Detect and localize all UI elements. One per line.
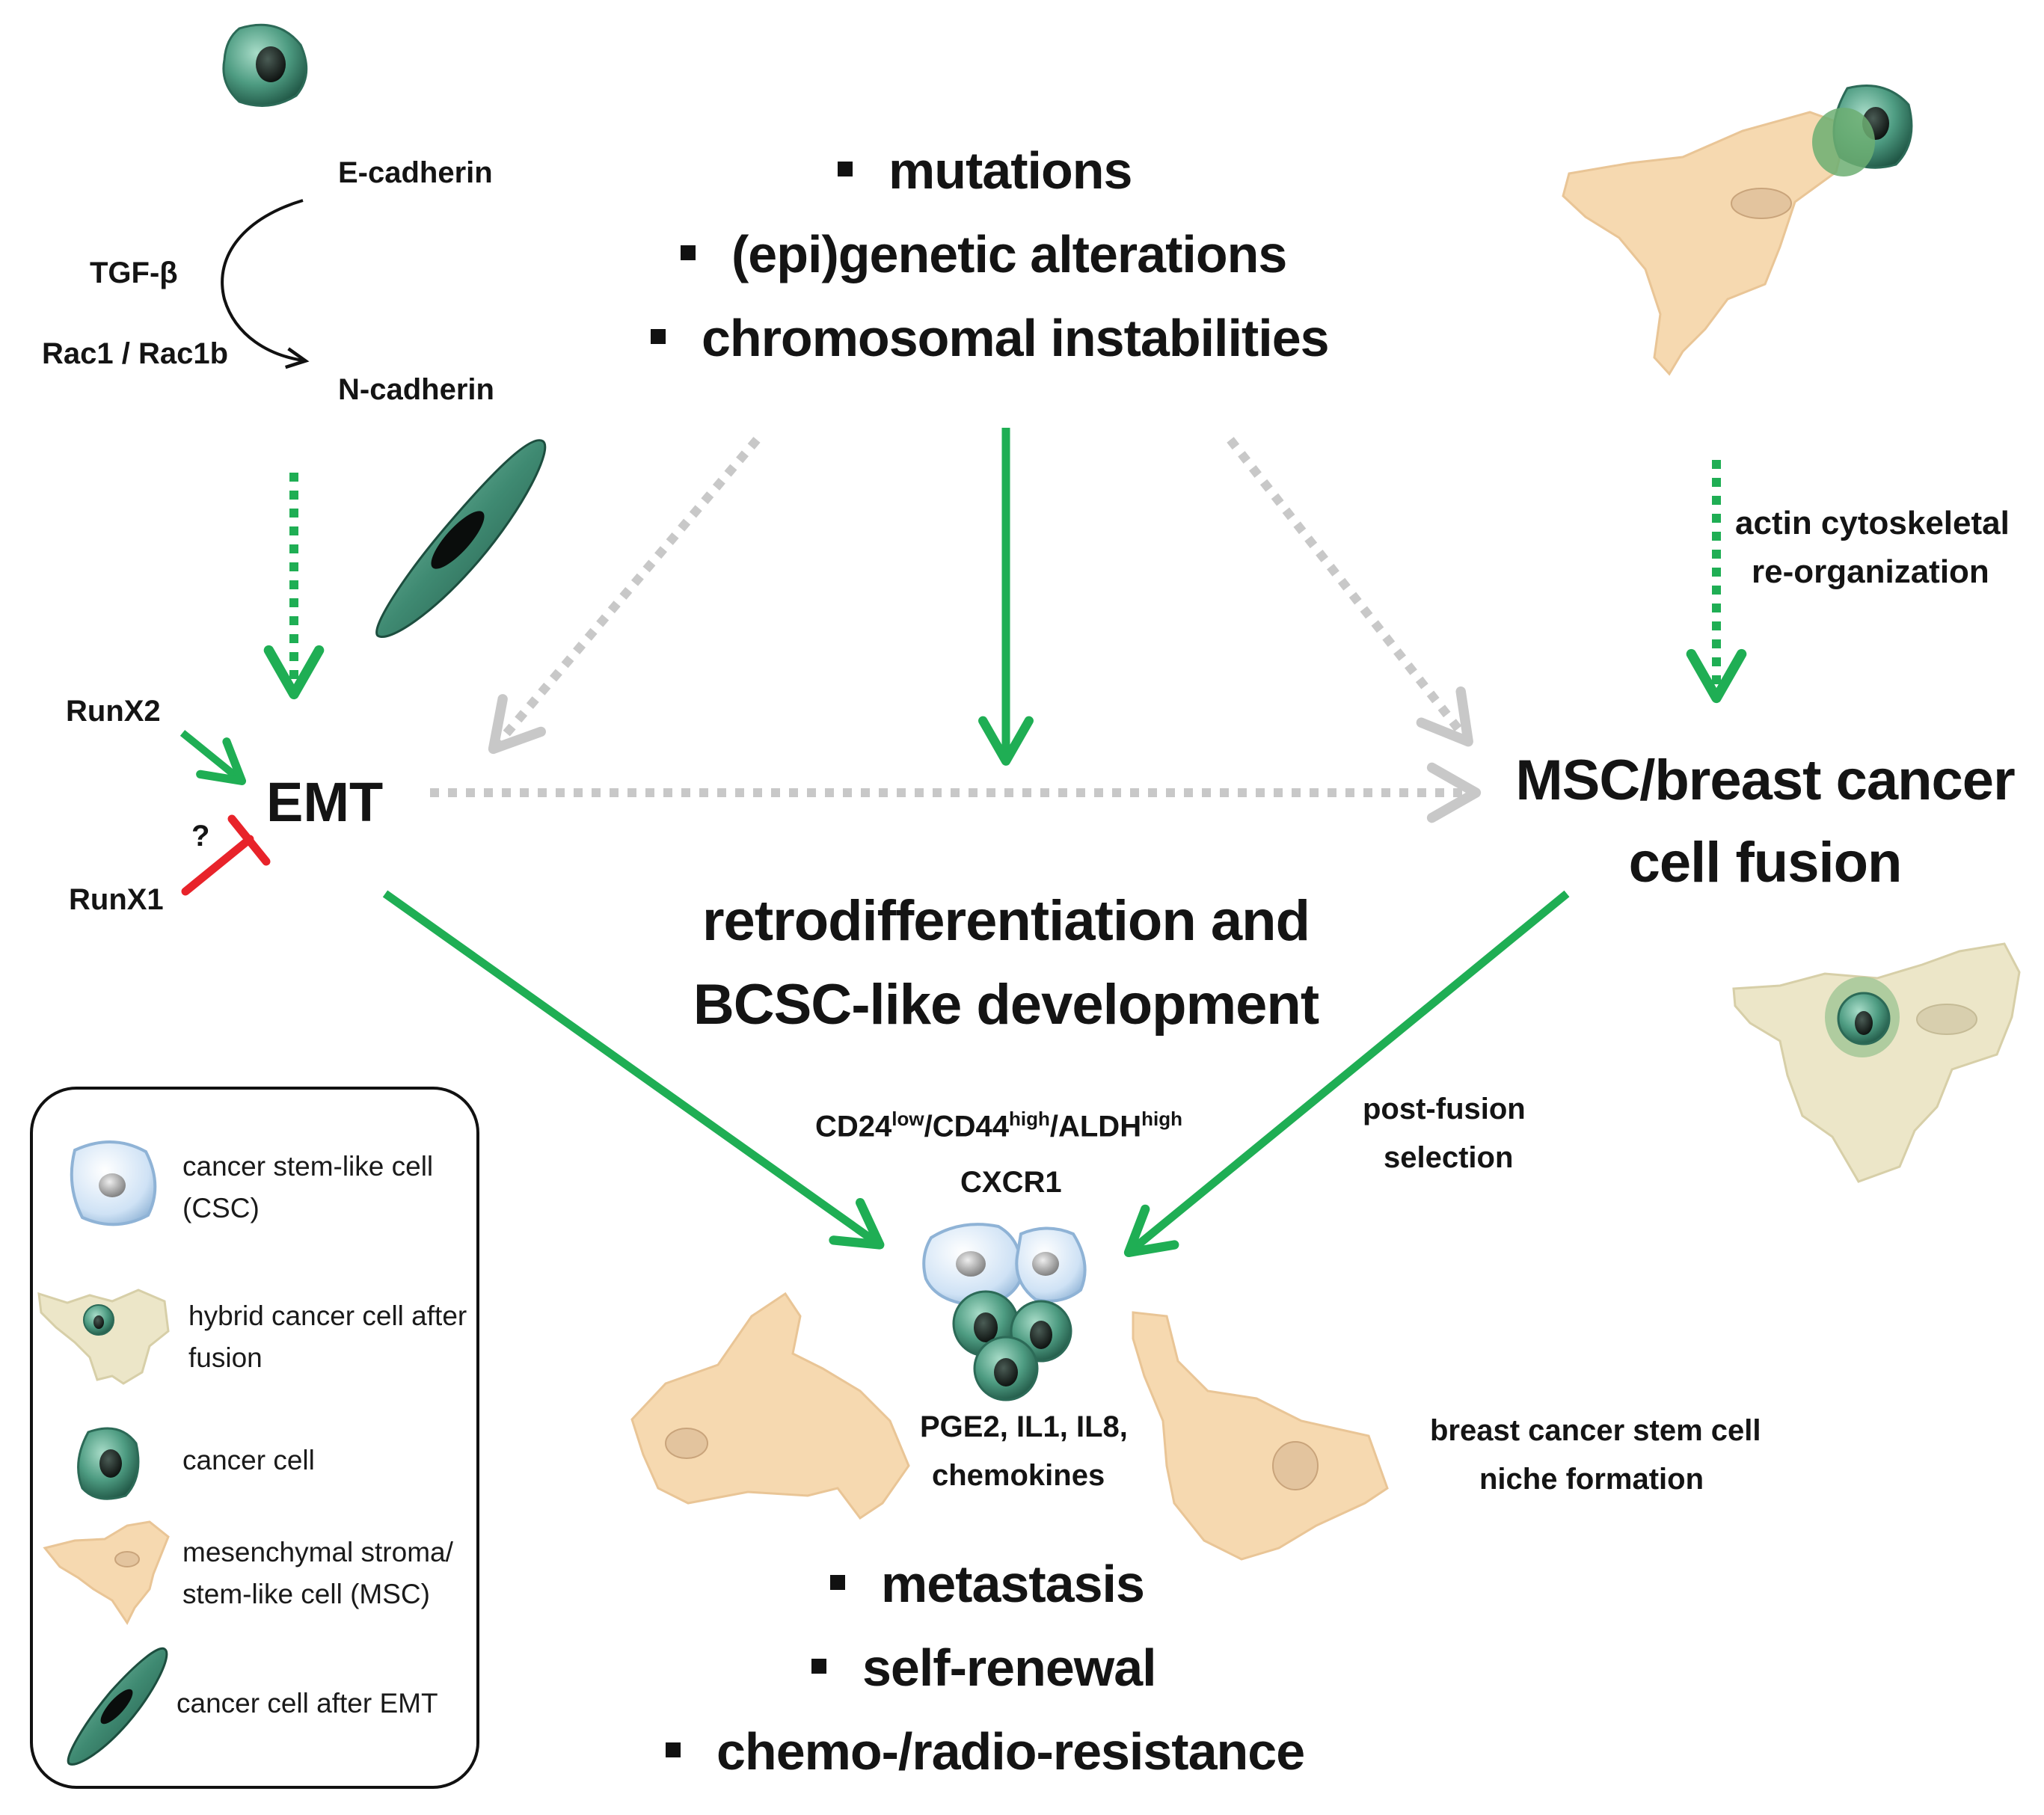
post-fusion-label-2: selection [1384,1141,1514,1174]
actin-label-2: re-organization [1752,553,1989,590]
emt-label: EMT [266,771,384,833]
emt-cell-icon [375,439,547,638]
legend-emt-cell-icon [67,1647,168,1766]
fusion-title-1: MSC/breast cancer [1515,749,2015,812]
retro-title-1: retrodifferentiation and [702,889,1310,953]
runx1-inhibition-arrow [181,814,271,896]
gray-arrow-to-emt [488,437,761,755]
outcome-resistance: chemo-/radio-resistance [666,1722,1305,1782]
legend-hybrid-icon [37,1289,170,1385]
driver-epigenetic: (epi)genetic alterations [681,224,1287,285]
legend-msc-label: mesenchymal stroma/stem-like cell (MSC) [182,1537,453,1609]
fusion-to-csc-arrow [1123,890,1570,1258]
factors-label-1: PGE2, IL1, IL8, [920,1410,1128,1443]
driver-chromosomal: chromosomal instabilities [651,308,1330,369]
legend-msc-icon [43,1520,170,1625]
outcome-self-renewal: self-renewal [811,1638,1157,1698]
niche-label-1: breast cancer stem cell [1430,1414,1761,1447]
rac1-label: Rac1 / Rac1b [42,337,229,370]
emt-to-csc-arrow [382,890,885,1250]
tgf-beta-label: TGF-β [90,257,178,289]
legend-csc-icon [70,1140,157,1226]
gray-arrow-to-fusion [1227,437,1473,747]
legend-csc-label: cancer stem-like cell(CSC) [182,1151,434,1223]
post-fusion-label-1: post-fusion [1363,1093,1526,1125]
legend-box [30,1087,479,1789]
unknown-mark: ? [191,820,210,853]
cxcr1-label: CXCR1 [960,1166,1062,1199]
legend-cancer-cell-icon [77,1427,140,1500]
n-cadherin-label: N-cadherin [338,373,494,406]
runx2-activation-arrow [179,730,247,786]
runx2-label: RunX2 [66,695,161,728]
msc-cell-right-icon [1132,1311,1389,1561]
e-cadherin-label: E-cadherin [338,156,493,189]
retro-title-2: BCSC-like development [693,973,1319,1037]
fusion-title-2: cell fusion [1628,831,1903,894]
msc-fusion-icon [1562,85,1913,376]
cancer-cell-icon [222,23,308,107]
actin-label-1: actin cytoskeletal [1735,505,2010,541]
msc-cell-left-icon [630,1292,910,1520]
marker-label: CD24low/CD44high/ALDHhigh [815,1108,1182,1143]
driver-mutations: mutations [838,141,1132,201]
hybrid-cell-icon [1732,942,2021,1183]
legend-emt-label: cancer cell after EMT [177,1688,438,1719]
legend-cancer-label: cancer cell [182,1445,315,1475]
outcome-metastasis: metastasis [830,1554,1145,1615]
niche-label-2: niche formation [1479,1463,1704,1496]
factors-label-2: chemokines [932,1459,1105,1492]
runx1-label: RunX1 [69,883,164,916]
csc-cluster-icon [922,1223,1087,1401]
cadherin-switch-arrow [221,199,310,369]
